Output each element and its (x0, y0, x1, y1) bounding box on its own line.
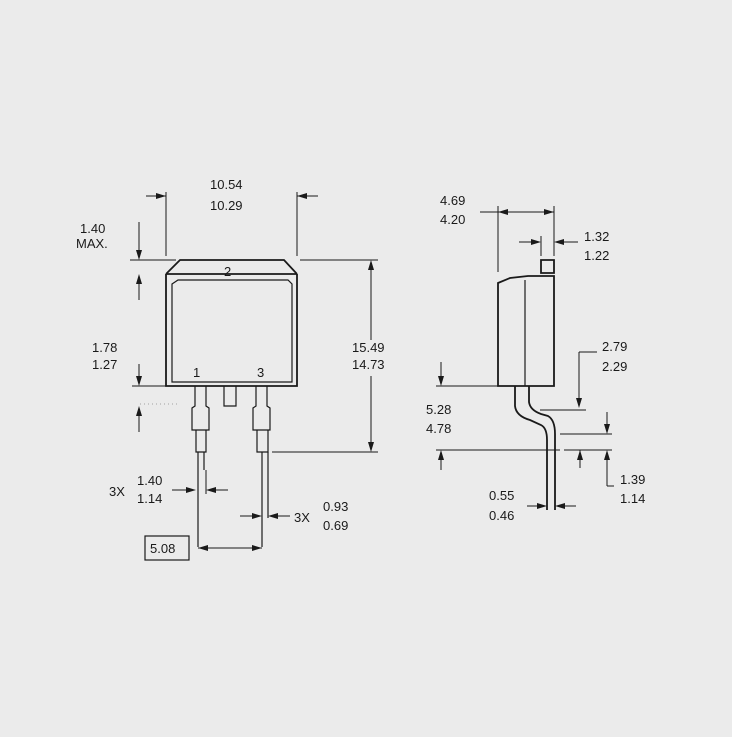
pitch-box (144, 535, 190, 561)
dim-lead-length-max: 1.78 (92, 340, 117, 355)
dim-lead-thickness-max: 0.55 (489, 488, 514, 503)
dim-overall-height-min: 14.73 (352, 357, 385, 372)
dim-lead-thickness: 0.55 0.46 (489, 488, 576, 523)
dim-tab-thickness-min: 1.22 (584, 248, 609, 263)
dim-lead-width-max: 1.40 (137, 473, 162, 488)
dim-tab-height-note: MAX. (76, 236, 108, 251)
dim-tab-height: 1.40 MAX. (76, 221, 176, 300)
dim-body-thickness-min: 4.20 (440, 212, 465, 227)
pin-label-1: 1 (193, 365, 200, 380)
dim-body-thickness-max: 4.69 (440, 193, 465, 208)
dim-foot-length-max: 1.39 (620, 472, 645, 487)
dim-lead-width: 3X 1.40 1.14 (109, 470, 228, 506)
front-lead-1 (191, 386, 210, 547)
pin-label-2: 2 (224, 264, 231, 279)
dim-lead-tip: 3X 0.93 0.69 (240, 499, 348, 533)
pin-label-3: 3 (257, 365, 264, 380)
front-view: 2 1 3 10.54 10.29 1.40 MAX. (76, 177, 385, 561)
dim-standoff-min: 4.78 (426, 421, 451, 436)
dim-standoff: 5.28 4.78 (426, 362, 560, 470)
front-body-outline (165, 274, 298, 387)
dim-overall-height-max: 15.49 (352, 340, 385, 355)
dim-foot-length-min: 1.14 (620, 491, 645, 506)
dim-standoff-max: 5.28 (426, 402, 451, 417)
dim-lead-length: 1.78 1.27 (92, 340, 166, 432)
dim-lead-tip-min: 0.69 (323, 518, 348, 533)
dim-pitch-value: 5.08 (150, 541, 175, 556)
dim-lead-tip-max: 0.93 (323, 499, 348, 514)
dim-foot-length: 1.39 1.14 (560, 412, 645, 506)
side-lead (514, 386, 556, 510)
dim-lead-width-min: 1.14 (137, 491, 162, 506)
side-view: 4.69 4.20 1.32 1.22 2.79 2.29 (426, 193, 645, 523)
front-tab-outline (165, 259, 298, 275)
dim-body-width-min: 10.29 (210, 198, 243, 213)
dim-body-thickness: 4.69 4.20 (440, 193, 555, 272)
dim-tab-thickness: 1.32 1.22 (519, 229, 609, 263)
dim-tab-height-max: 1.40 (80, 221, 105, 236)
dim-tab-thickness-max: 1.32 (584, 229, 609, 244)
front-lead-3 (252, 386, 271, 547)
dim-pitch: 5.08 (144, 535, 262, 561)
dim-lead-tip-count: 3X (294, 510, 310, 525)
dim-lead-offset-min: 2.29 (602, 359, 627, 374)
dim-lead-offset-max: 2.79 (602, 339, 627, 354)
side-tab-nub (540, 259, 555, 274)
dim-lead-thickness-min: 0.46 (489, 508, 514, 523)
front-lead-2-stub (223, 386, 237, 407)
front-body-inner-outline (171, 279, 293, 383)
dim-body-width: 10.54 10.29 (146, 177, 318, 256)
dim-lead-width-count: 3X (109, 484, 125, 499)
dim-overall-height: 15.49 14.73 (272, 259, 385, 453)
dim-lead-length-min: 1.27 (92, 357, 117, 372)
dim-lead-offset: 2.79 2.29 (540, 339, 627, 411)
dim-body-width-max: 10.54 (210, 177, 243, 192)
side-body-outline (497, 275, 555, 387)
